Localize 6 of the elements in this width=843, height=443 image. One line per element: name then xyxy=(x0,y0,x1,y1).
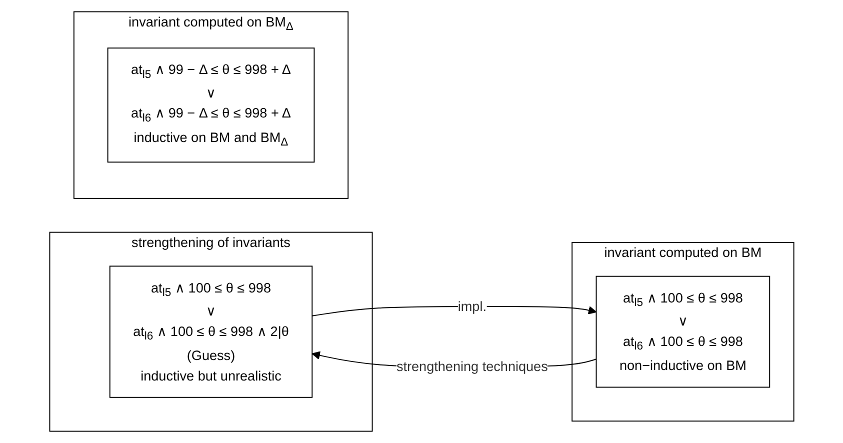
edge-label: impl. xyxy=(458,298,486,314)
node-box: at$_{l5}$ ∧ 100 ≤ θ ≤ 998 ∨ at$_{l6}$ ∧ 100 ≤ θ ≤ 998 ∧ 2|θ (Guess) inductive but unrealistic xyxy=(109,266,312,398)
node-box: at$_{l5}$ ∧ 99 − Δ ≤ θ ≤ 998 + Δ ∨ at$_{l6}$ ∧ 99 − Δ ≤ θ ≤ 998 + Δ inductive on BM and BM$_{Δ}$ xyxy=(107,48,314,163)
node-box: at$_{l5}$ ∧ 100 ≤ θ ≤ 998 ∨ at$_{l6}$ ∧ 100 ≤ θ ≤ 998 non−inductive on BM xyxy=(596,276,770,388)
edge-label: strengthening techniques xyxy=(396,358,548,374)
arrow xyxy=(311,306,596,316)
